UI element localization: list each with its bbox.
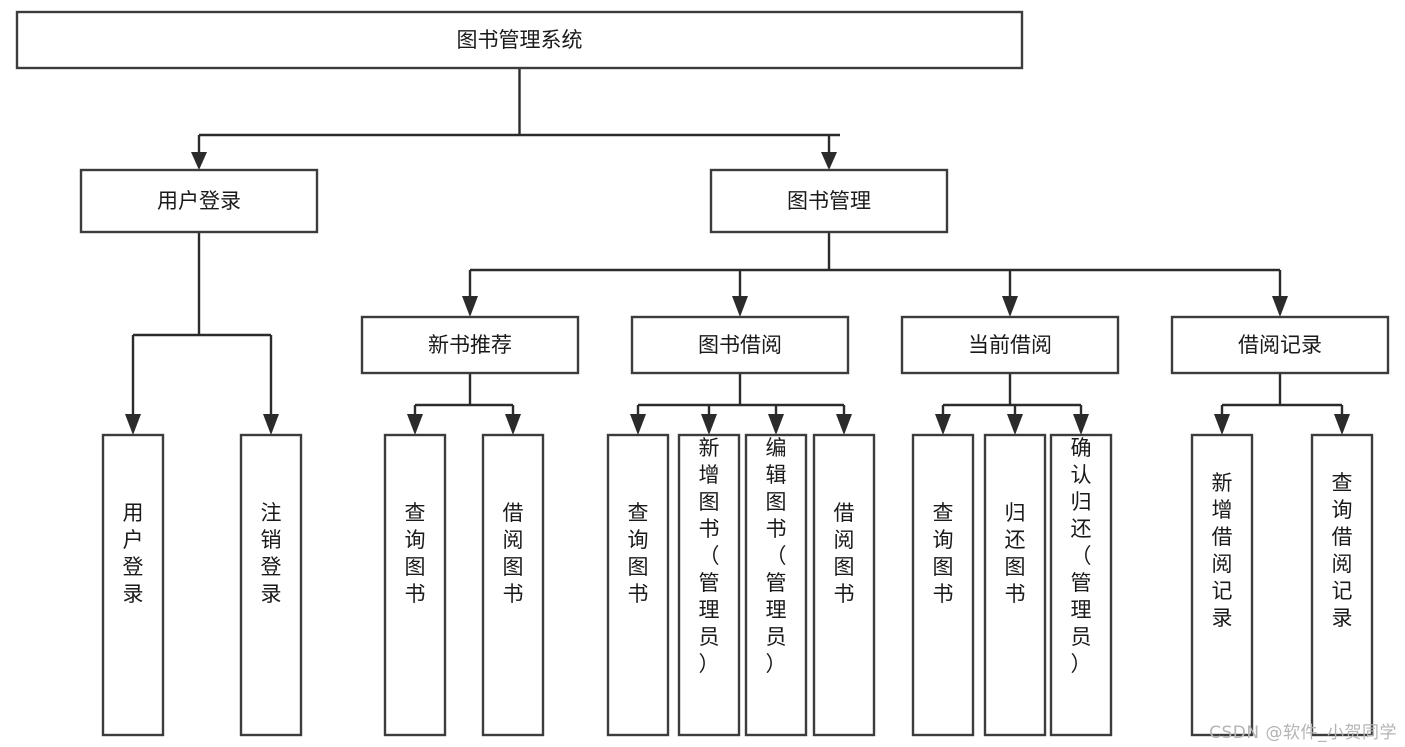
node-leaf-add-borrow-record-box[interactable] <box>1190 433 1254 737</box>
node-book-borrow-box[interactable] <box>630 315 850 375</box>
node-leaf-query-book-rec-label: 查询图书 <box>405 501 426 606</box>
node-leaf-logout-label: 注销登录 <box>261 501 282 606</box>
node-leaf-add-borrow-record-label: 新增借阅记录 <box>1212 471 1233 630</box>
node-leaf-edit-book-admin-box[interactable] <box>744 433 808 737</box>
node-leaf-query-book-rec[interactable]: 查询图书 <box>383 433 447 737</box>
node-leaf-user-login-box[interactable] <box>101 433 165 737</box>
node-leaf-borrow-book-borrow-box[interactable] <box>812 433 876 737</box>
node-leaf-add-book-admin[interactable]: 新增图书（管理员） <box>677 433 741 737</box>
node-leaf-query-book-borrow-label: 查询图书 <box>628 501 649 606</box>
node-leaf-query-book-current[interactable]: 查询图书 <box>911 433 975 737</box>
node-leaf-edit-book-admin-label: 编辑图书（管理员） <box>766 436 787 676</box>
node-leaf-borrow-book-borrow-label: 借阅图书 <box>834 501 855 606</box>
node-leaf-return-book[interactable]: 归还图书 <box>983 433 1047 737</box>
arrow-to-leaf-add-record <box>1214 414 1230 435</box>
arrow-to-leaf-query-book-a <box>407 414 423 435</box>
node-new-book-recommend-box[interactable] <box>360 315 580 375</box>
arrow-to-borrow-record <box>1272 296 1288 317</box>
node-leaf-query-book-current-box[interactable] <box>911 433 975 737</box>
node-leaf-confirm-return-admin[interactable]: 确认归还（管理员） <box>1049 433 1113 737</box>
node-leaf-confirm-return-admin-box[interactable] <box>1049 433 1113 737</box>
arrow-to-leaf-query-book-b <box>630 414 646 435</box>
arrow-to-new-book-rec <box>462 296 478 317</box>
node-root-box[interactable] <box>15 10 1024 70</box>
node-leaf-borrow-book-rec-box[interactable] <box>481 433 545 737</box>
node-leaf-add-borrow-record[interactable]: 新增借阅记录 <box>1190 433 1254 737</box>
node-borrow-record[interactable]: 借阅记录 <box>1170 315 1390 375</box>
arrow-to-book-mgmt <box>821 152 837 170</box>
node-leaf-return-book-box[interactable] <box>983 433 1047 737</box>
arrow-to-leaf-borrow-book-b <box>836 414 852 435</box>
node-leaf-query-book-current-label: 查询图书 <box>933 501 954 606</box>
node-leaf-borrow-book-borrow[interactable]: 借阅图书 <box>812 433 876 737</box>
node-leaf-borrow-book-rec-label: 借阅图书 <box>503 501 524 606</box>
csdn-watermark: CSDN @软件_小贺同学 <box>1209 723 1397 743</box>
node-current-borrow[interactable]: 当前借阅 <box>900 315 1120 375</box>
node-leaf-user-login[interactable]: 用户登录 <box>101 433 165 737</box>
node-new-book-recommend-label: 新书推荐 <box>428 333 512 357</box>
arrow-to-leaf-return-book <box>1007 414 1023 435</box>
node-book-management-label: 图书管理 <box>787 189 871 213</box>
arrow-to-leaf-edit-book <box>768 414 784 435</box>
node-leaf-add-book-admin-label: 新增图书（管理员） <box>699 436 720 676</box>
node-leaf-return-book-label: 归还图书 <box>1005 501 1026 606</box>
arrow-to-leaf-borrow-book-a <box>505 414 521 435</box>
arrow-to-current-borrow <box>1002 296 1018 317</box>
node-leaf-logout-box[interactable] <box>239 433 303 737</box>
arrow-to-book-borrow <box>732 296 748 317</box>
node-leaf-borrow-book-rec[interactable]: 借阅图书 <box>481 433 545 737</box>
node-leaf-add-book-admin-box[interactable] <box>677 433 741 737</box>
node-leaf-edit-book-admin[interactable]: 编辑图书（管理员） <box>744 433 808 737</box>
node-user-login-label: 用户登录 <box>157 189 241 213</box>
node-leaf-query-borrow-record-label: 查询借阅记录 <box>1332 471 1353 630</box>
arrow-to-leaf-add-book <box>701 414 717 435</box>
node-user-login-box[interactable] <box>79 168 319 234</box>
arrow-to-leaf-query-record <box>1334 414 1350 435</box>
node-leaf-user-login-label: 用户登录 <box>123 501 144 606</box>
arrow-to-leaf-logout <box>263 414 279 435</box>
node-leaf-confirm-return-admin-label: 确认归还（管理员） <box>1071 436 1092 676</box>
node-root[interactable]: 图书管理系统 <box>15 10 1024 70</box>
node-book-borrow-label: 图书借阅 <box>698 333 782 357</box>
node-leaf-query-borrow-record[interactable]: 查询借阅记录 <box>1310 433 1374 737</box>
arrow-to-leaf-query-book-c <box>935 414 951 435</box>
connector-layer <box>125 68 1350 435</box>
arrow-to-leaf-confirm-return <box>1073 414 1089 435</box>
node-new-book-recommend[interactable]: 新书推荐 <box>360 315 580 375</box>
node-current-borrow-box[interactable] <box>900 315 1120 375</box>
node-book-borrow[interactable]: 图书借阅 <box>630 315 850 375</box>
node-leaf-query-book-borrow[interactable]: 查询图书 <box>606 433 670 737</box>
node-current-borrow-label: 当前借阅 <box>968 333 1052 357</box>
node-leaf-query-borrow-record-box[interactable] <box>1310 433 1374 737</box>
node-book-management-box[interactable] <box>709 168 949 234</box>
node-borrow-record-label: 借阅记录 <box>1238 333 1322 357</box>
arrow-to-leaf-user-login <box>125 414 141 435</box>
arrow-to-user-login <box>191 152 207 170</box>
node-root-label: 图书管理系统 <box>457 28 583 52</box>
node-book-management[interactable]: 图书管理 <box>709 168 949 234</box>
node-leaf-query-book-borrow-box[interactable] <box>606 433 670 737</box>
node-leaf-query-book-rec-box[interactable] <box>383 433 447 737</box>
node-borrow-record-box[interactable] <box>1170 315 1390 375</box>
node-leaf-logout[interactable]: 注销登录 <box>239 433 303 737</box>
node-user-login[interactable]: 用户登录 <box>79 168 319 234</box>
